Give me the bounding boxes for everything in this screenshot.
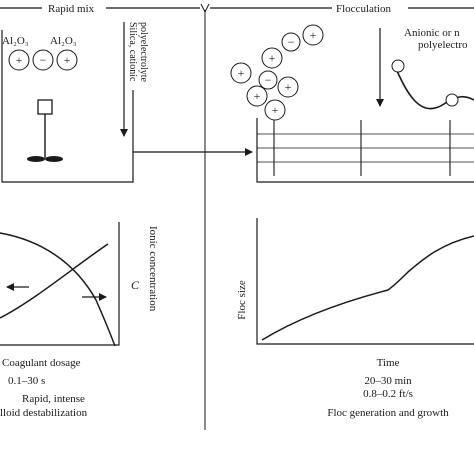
rapid-mix-time-range: 0.1–30 s — [8, 375, 45, 387]
ion-circle-2 — [32, 49, 54, 71]
rapid-mix-title: Rapid mix — [48, 3, 95, 15]
rapid-mix-caption-line-2: lloid destabilization — [0, 407, 88, 419]
ion-sign-2: − — [40, 53, 47, 67]
flocculation-velocity-range: 0.8–0.2 ft/s — [363, 388, 413, 400]
ion-group: + − + — [8, 49, 78, 71]
particle-circle-1 — [261, 47, 283, 69]
right-graph: Floc size Time 20–30 min 0.8–0.2 ft/s Fl… — [236, 218, 474, 419]
mixer-icon — [27, 99, 63, 162]
left-graph-y-label: Ionic concentration — [147, 226, 159, 312]
polyelectrolyte-label-line-1: Anionic or n — [404, 27, 460, 39]
particle-circle-5 — [258, 70, 278, 90]
rapid-mix-caption-line-1: Rapid, intense — [22, 393, 85, 405]
particle-sign-4: + — [238, 66, 245, 80]
left-graph: C Ionic concentration Coagulant dosage 0… — [0, 222, 159, 419]
particle-circle-4 — [230, 62, 252, 84]
right-graph-axes — [256, 218, 474, 345]
particle-circle-6 — [277, 76, 299, 98]
left-graph-x-label: Coagulant dosage — [2, 357, 81, 369]
particle-cluster: + + − + − + + + — [230, 24, 324, 121]
polyelectrolyte-label-line-2: polyelectro — [418, 39, 468, 51]
rising-curve — [0, 243, 109, 319]
right-graph-x-label: Time — [377, 357, 400, 369]
particle-sign-3: − — [288, 35, 295, 49]
floc-growth-curve — [261, 235, 474, 341]
chemical-label-2: Al₂O₃ — [50, 35, 77, 47]
particle-sign-7: + — [254, 89, 261, 103]
ion-sign-3: + — [64, 53, 71, 67]
particle-circle-2 — [302, 24, 324, 46]
particle-circle-3 — [281, 32, 301, 52]
silica-label-line-1: Silica, cationic — [127, 22, 138, 82]
particle-circle-7 — [246, 85, 268, 107]
ion-circle-3 — [56, 49, 78, 71]
left-graph-axes — [0, 222, 120, 346]
concentration-marker-label: C — [131, 278, 140, 292]
particle-circle-8 — [264, 99, 286, 121]
ion-circle-1 — [8, 49, 30, 71]
particle-sign-6: + — [285, 80, 292, 94]
particle-sign-1: + — [269, 51, 276, 65]
rapid-mix-tank — [1, 30, 134, 183]
flocculation-tank — [256, 118, 474, 183]
silica-label-line-2: polyelectrolyte — [138, 22, 149, 83]
particle-sign-8: + — [272, 103, 279, 117]
polymer-chain-icon — [391, 59, 474, 110]
flocculation-time-range: 20–30 min — [364, 375, 412, 387]
chemical-label-1: Al₂O₃ — [2, 35, 29, 47]
flocculation-title: Flocculation — [336, 3, 391, 15]
particle-sign-5: − — [265, 73, 272, 87]
flocculation-caption: Floc generation and growth — [327, 407, 449, 419]
ion-sign-1: + — [16, 53, 23, 67]
particle-sign-2: + — [310, 28, 317, 42]
falling-curve — [0, 232, 116, 347]
right-graph-y-label: Floc size — [236, 280, 248, 320]
